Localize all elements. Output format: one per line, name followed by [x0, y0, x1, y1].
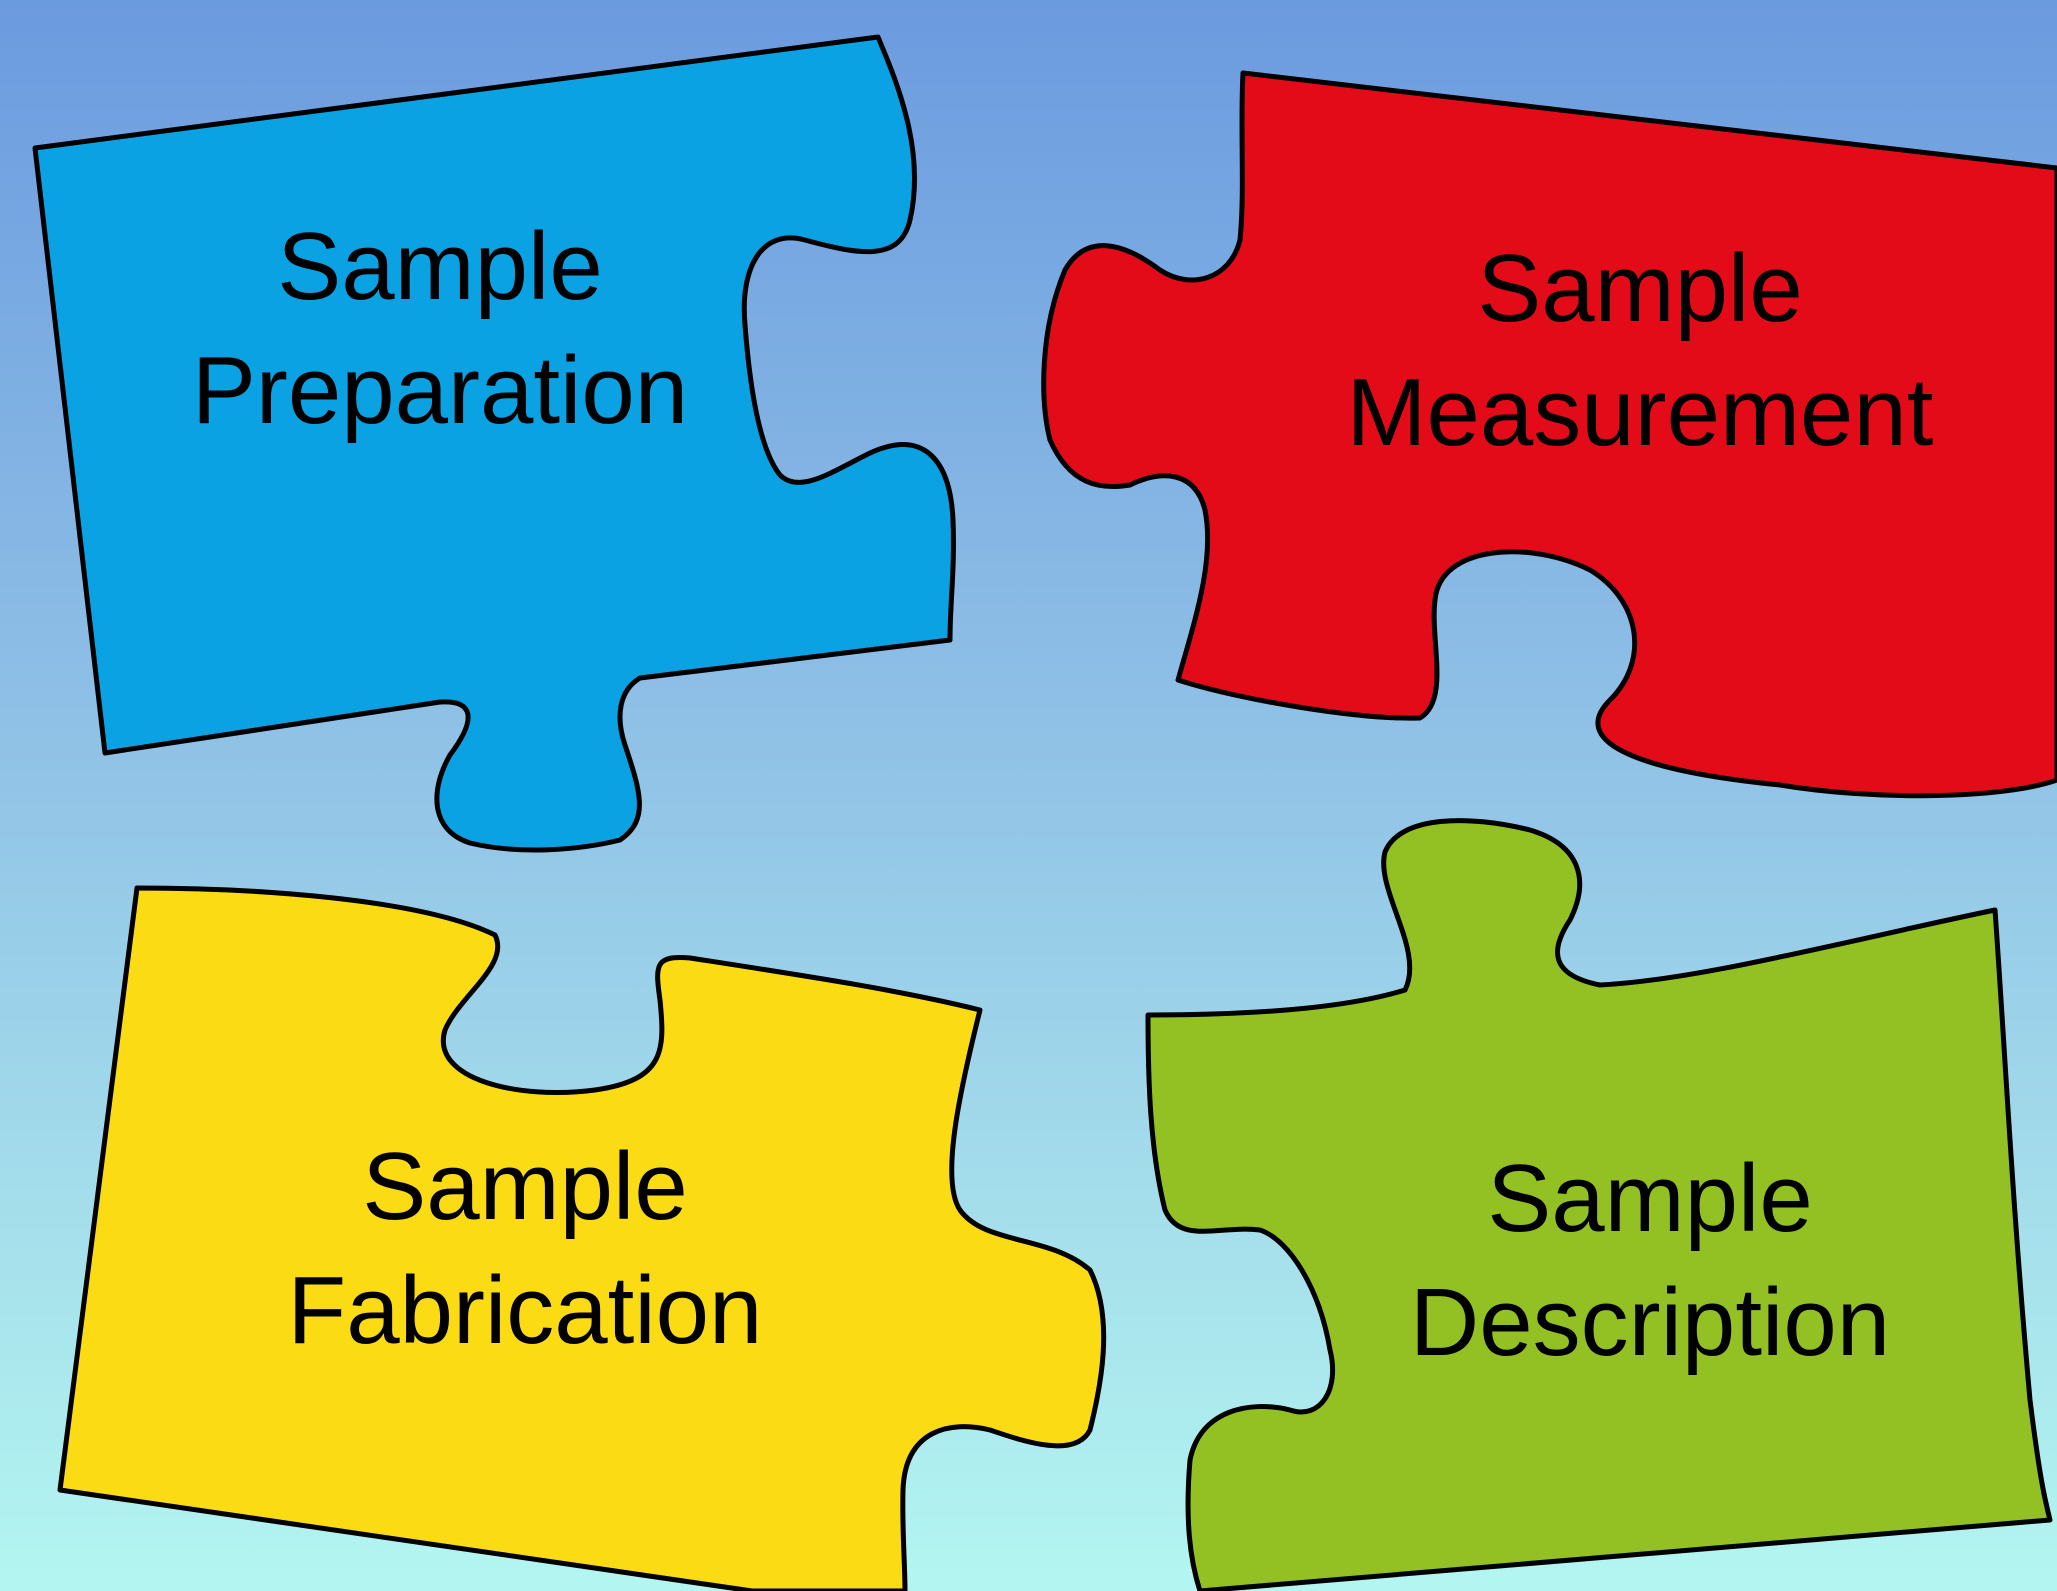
puzzle-piece-green — [1145, 818, 2053, 1591]
label-line-1: Sample — [277, 213, 603, 320]
label-sample-description: Sample Description — [1330, 1137, 1970, 1385]
label-line-2: Measurement — [1346, 359, 1934, 466]
label-line-1: Sample — [1477, 235, 1803, 342]
label-line-2: Preparation — [191, 337, 689, 444]
label-line-2: Description — [1409, 1269, 1891, 1376]
label-sample-preparation: Sample Preparation — [130, 205, 750, 453]
label-line-1: Sample — [362, 1133, 688, 1240]
label-sample-measurement: Sample Measurement — [1300, 227, 1980, 475]
label-line-1: Sample — [1487, 1145, 1813, 1252]
label-sample-fabrication: Sample Fabrication — [215, 1125, 835, 1373]
label-line-2: Fabrication — [287, 1257, 763, 1364]
puzzle-piece-yellow — [57, 885, 1107, 1591]
puzzle-piece-red — [1041, 70, 2057, 799]
puzzle-piece-blue — [32, 34, 956, 853]
